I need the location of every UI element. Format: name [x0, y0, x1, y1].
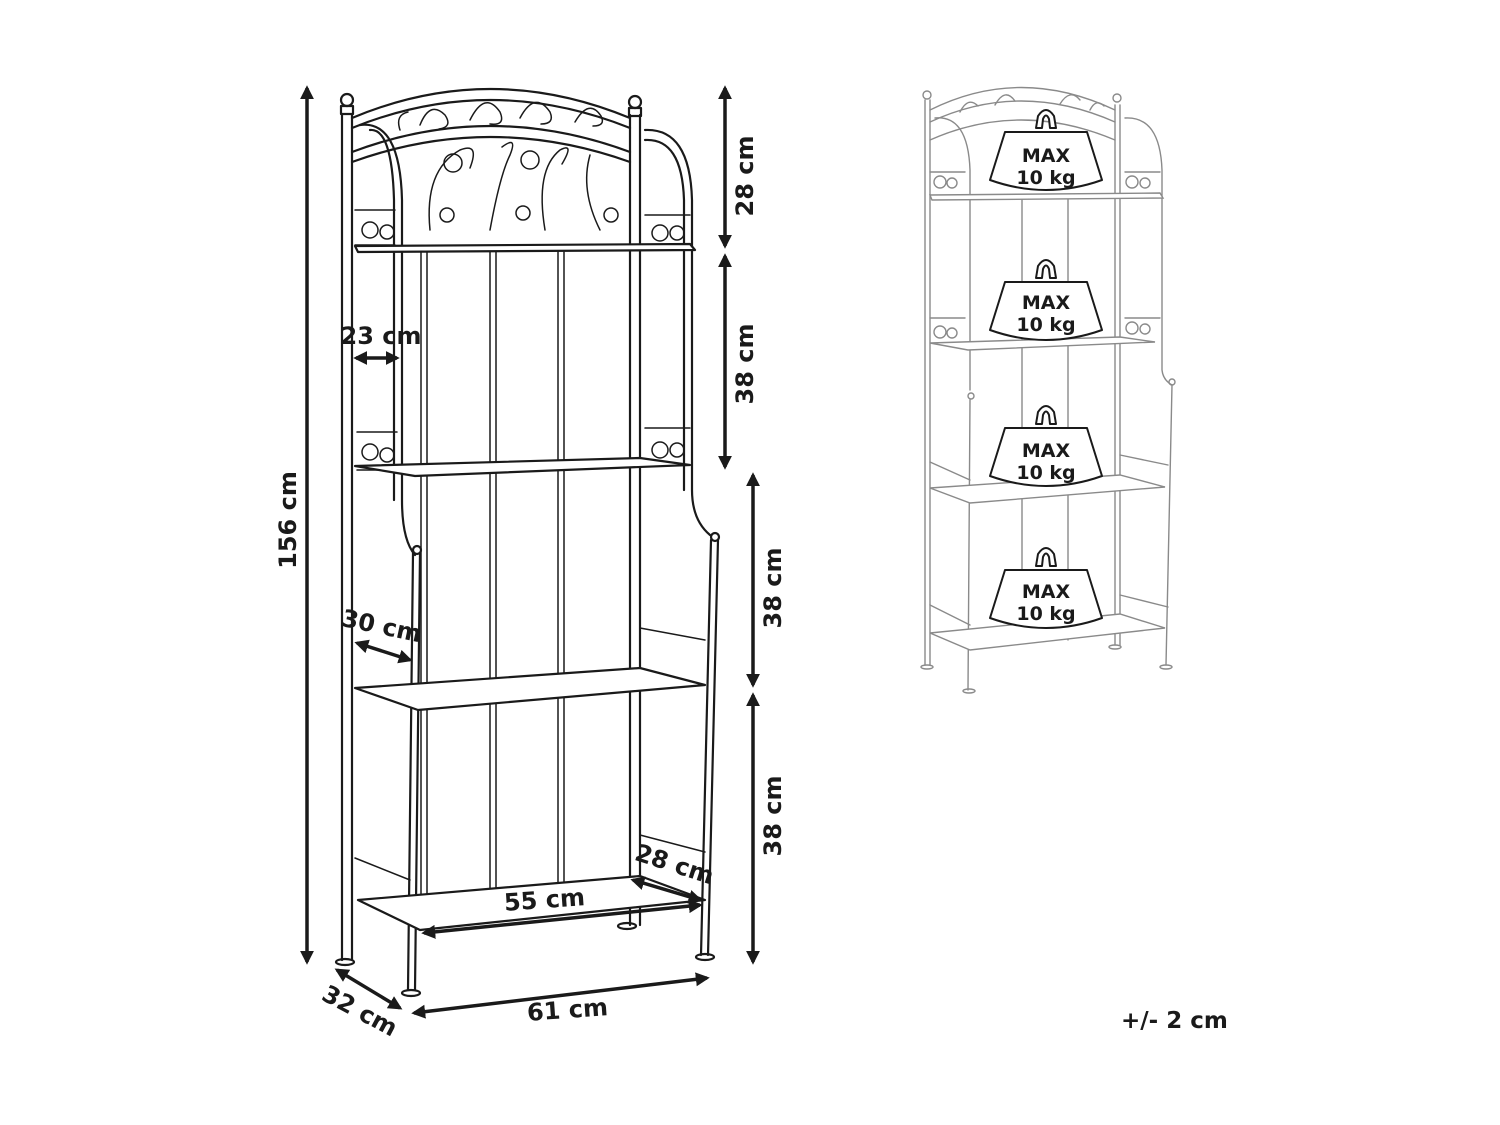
base-width-label: 61 cm: [526, 993, 609, 1027]
weight-handle: [1035, 109, 1057, 129]
bottom-depth-arrow: [630, 876, 703, 904]
top-depth-label: 23 cm: [341, 322, 422, 350]
weight-handle: [1035, 547, 1057, 567]
shelf-drawing: [334, 87, 721, 998]
weight-handle: [1035, 259, 1057, 279]
base-depth-label: 32 cm: [317, 980, 402, 1043]
weight-line1: MAX: [1022, 145, 1071, 167]
shelf-top: [353, 242, 697, 254]
load-capacity-drawing: [920, 86, 1176, 694]
weight-2: MAX 10 kg: [989, 259, 1103, 341]
weight-1: MAX 10 kg: [989, 109, 1103, 191]
weight-body: [989, 427, 1103, 487]
upper-section-label: 38 cm: [731, 324, 759, 405]
weight-line2: 10 kg: [1016, 603, 1075, 625]
bottom-width-arrow: [421, 899, 703, 939]
back-rails: [420, 251, 565, 896]
weight-line2: 10 kg: [1016, 314, 1075, 336]
weight-3: MAX 10 kg: [989, 405, 1103, 487]
shelf-second: [353, 456, 692, 478]
dimension-arrows: [300, 85, 760, 1019]
weight-body: [989, 281, 1103, 341]
shelf-third: [353, 666, 707, 712]
weight-line1: MAX: [1022, 292, 1071, 314]
middle-section-label: 38 cm: [759, 548, 787, 629]
weight-line2: 10 kg: [1016, 462, 1075, 484]
base-width-arrow: [411, 972, 710, 1019]
weight-line1: MAX: [1022, 440, 1071, 462]
top-section-label: 28 cm: [731, 136, 759, 217]
weight-line2: 10 kg: [1016, 167, 1075, 189]
weight-4: MAX 10 kg: [989, 547, 1103, 629]
bottom-width-label: 55 cm: [503, 883, 586, 917]
weight-body: [989, 569, 1103, 629]
middle-depth-arrow: [354, 639, 413, 664]
height-total-label: 156 cm: [274, 471, 302, 569]
weight-body: [989, 131, 1103, 191]
base-depth-arrow: [334, 968, 403, 1010]
lower-section-label: 38 cm: [759, 776, 787, 857]
back-right-post: [616, 94, 643, 931]
tolerance-note: +/- 2 cm: [1121, 1008, 1228, 1034]
front-right-post: [694, 531, 721, 962]
weight-handle: [1035, 405, 1057, 425]
decorative-crest: [350, 87, 632, 231]
side-frames: [354, 123, 712, 881]
weight-line1: MAX: [1022, 581, 1071, 603]
back-left-post: [334, 92, 356, 967]
